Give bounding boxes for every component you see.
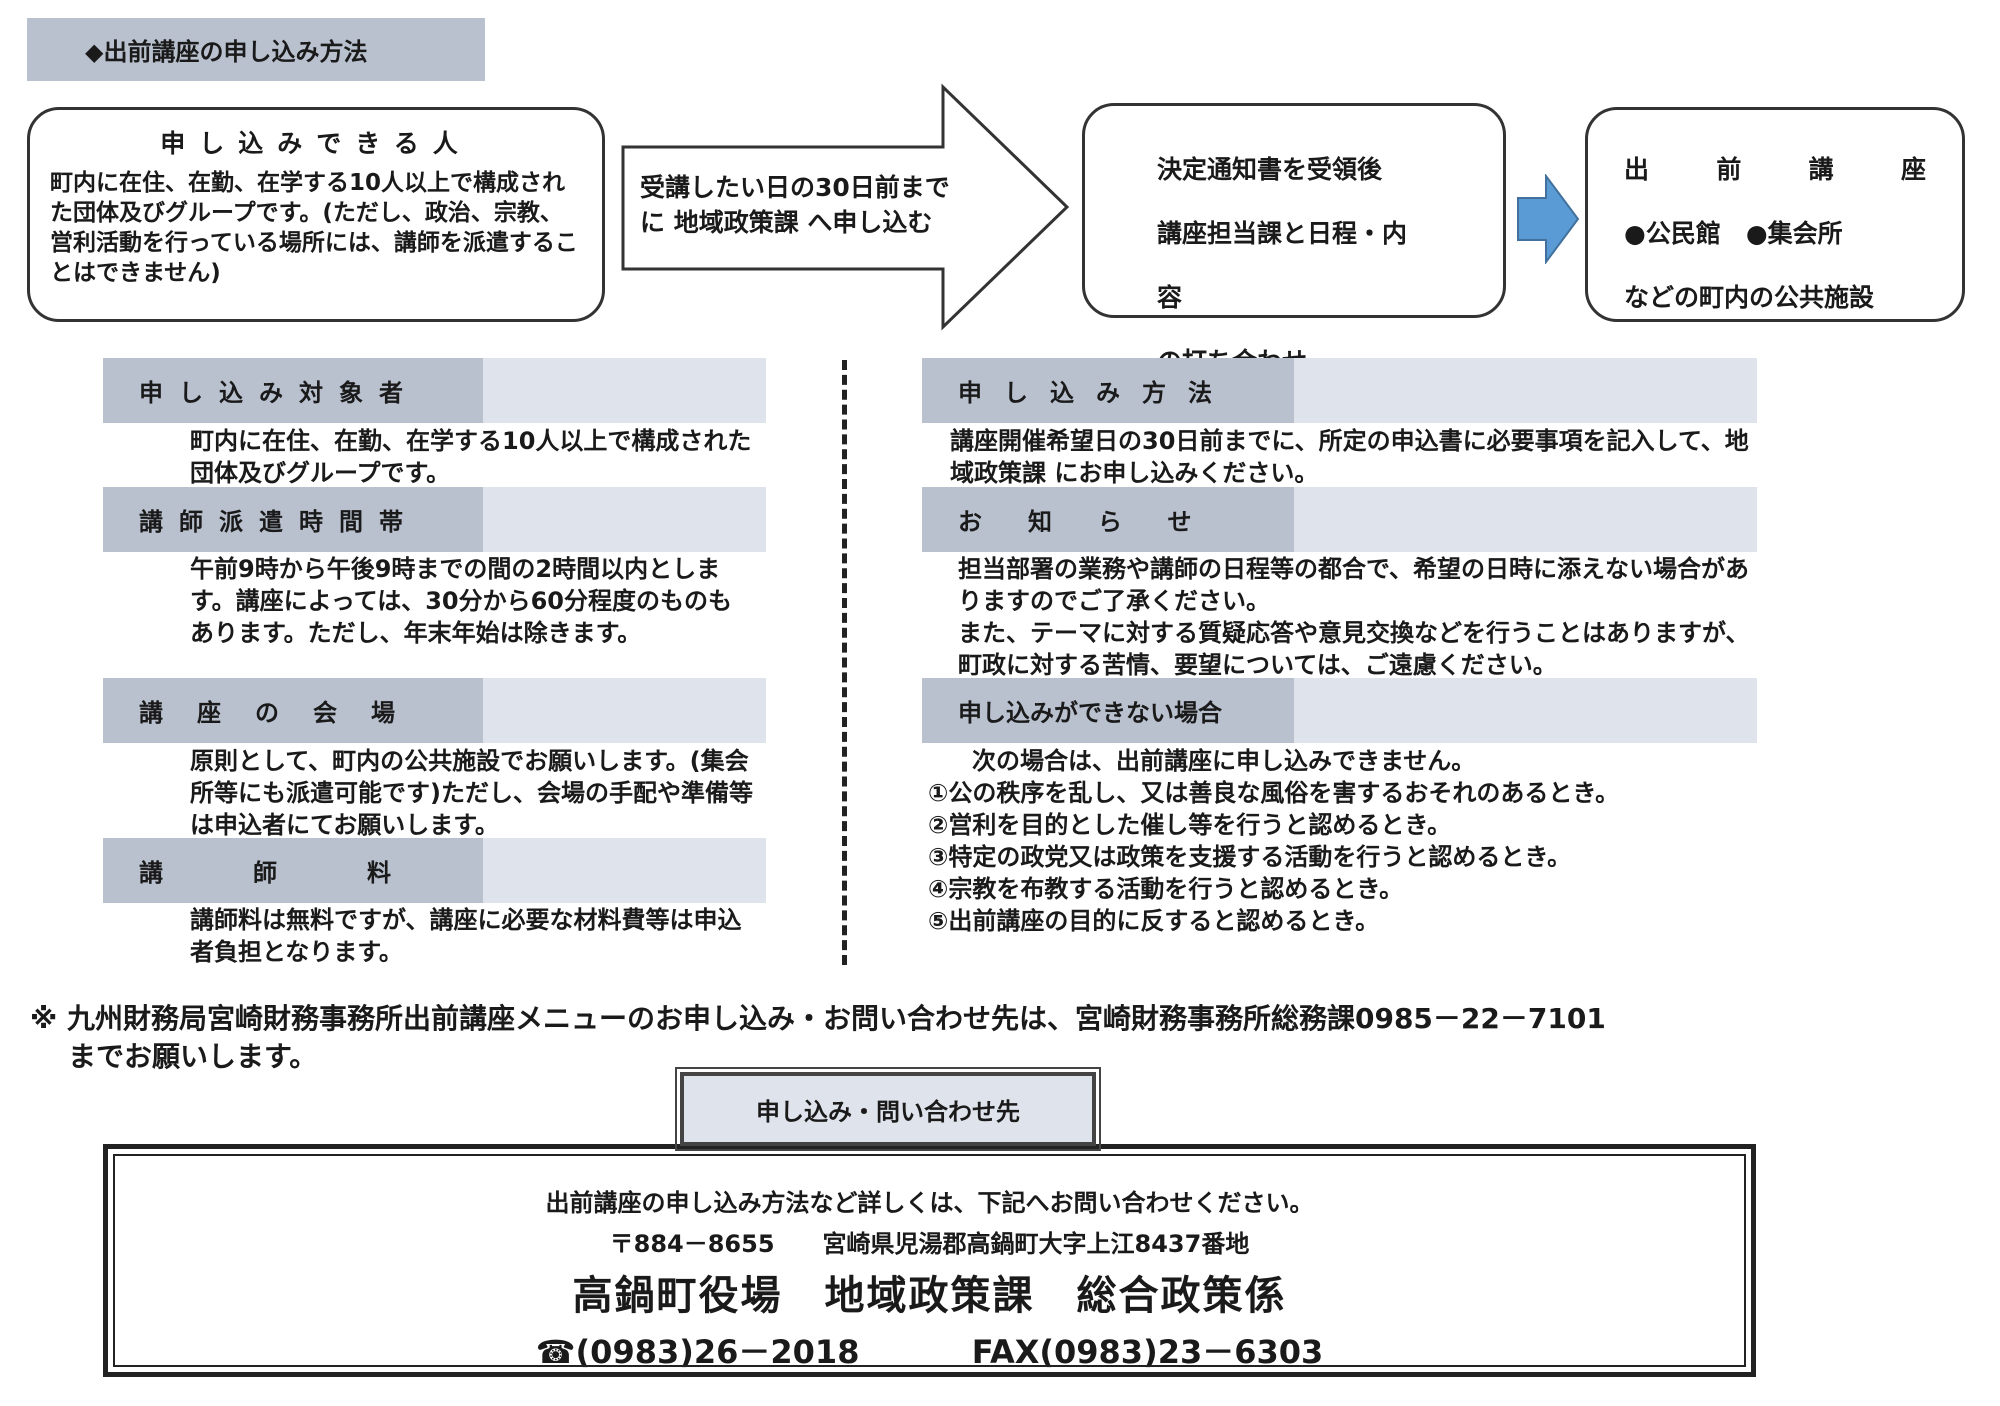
venue-public-facilities: などの町内の公共施設 xyxy=(1624,283,1875,312)
who-can-apply-text: 町内に在住、在勤、在学する10人以上で構成された団体及びグループです。(ただし、… xyxy=(50,170,578,286)
venue-title: 出 前 講 座 xyxy=(1624,138,1926,202)
contact-fax: FAX(0983)23－6303 xyxy=(971,1333,1324,1371)
venue-box: 出 前 講 座 ●公民館 ●集会所 などの町内の公共施設 xyxy=(1585,107,1965,322)
section-header-label: 申し込み方法 xyxy=(922,358,1294,423)
contact-tel: ☎(0983)26－2018 xyxy=(535,1333,860,1371)
section-header-how-to-apply: 申し込み方法 xyxy=(922,358,1757,423)
section-header-dispatch-time: 講師派遣時間帯 xyxy=(103,487,766,552)
venue-types: ●公民館 ●集会所 xyxy=(1624,219,1843,248)
section-header-label: 申し込みができない場合 xyxy=(922,678,1294,743)
section-header-applicants: 申し込み対象者 xyxy=(103,358,766,423)
section-header-venue: 講座の会場 xyxy=(103,678,766,743)
section-header-label: お知らせ xyxy=(922,487,1294,552)
decision-notice-box: 決定通知書を受領後 講座担当課と日程・内容 の打ち合わせ xyxy=(1082,103,1506,376)
section-header-label: 申し込み対象者 xyxy=(103,358,483,423)
list-item: ③特定の政党又は政策を支援する活動を行うと認めるとき。 xyxy=(928,843,1572,871)
section-header-label: 講師派遣時間帯 xyxy=(103,487,483,552)
finance-office-note-line2: までお願いします。 xyxy=(68,1040,318,1073)
section-text-venue: 原則として、町内の公共施設でお願いします。(集会所等にも派遣可能です)ただし、会… xyxy=(190,747,753,839)
list-item: ②営利を目的とした催し等を行うと認めるとき。 xyxy=(928,811,1452,839)
venue-title-char: 座 xyxy=(1900,155,1926,184)
section-text-how-to-apply: 講座開催希望日の30日前までに、所定の申込書に必要事項を記入して、地域政策課 に… xyxy=(950,427,1749,487)
apply-deadline-line2: に 地域政策課 へ申し込む xyxy=(640,208,933,237)
section-text-dispatch-time: 午前9時から午後9時までの間の2時間以内とします。講座によっては、30分から60… xyxy=(190,555,732,647)
section-text-fee: 講師料は無料ですが、講座に必要な材料費等は申込者負担となります。 xyxy=(190,906,742,966)
finance-office-note: ※ 九州財務局宮崎財務事務所出前講座メニューのお申し込み・お問い合わせ先は、宮崎… xyxy=(30,1000,1980,1076)
decision-line1: 決定通知書を受領後 xyxy=(1157,155,1383,184)
section-header-fee: 講師料 xyxy=(103,838,766,903)
section-header-rejection-cases: 申し込みができない場合 xyxy=(922,678,1757,743)
section-text-applicants: 町内に在住、在勤、在学する10人以上で構成された団体及びグループです。 xyxy=(190,427,752,487)
section-header-label: 講座の会場 xyxy=(103,678,483,743)
decision-line2: 講座担当課と日程・内容 xyxy=(1157,219,1408,312)
section-text-rejection-intro: 次の場合は、出前講座に申し込みできません。 xyxy=(972,747,1476,775)
apply-deadline-line1: 受講したい日の30日前まで xyxy=(640,173,950,202)
apply-deadline-text: 受講したい日の30日前まで に 地域政策課 へ申し込む xyxy=(640,170,1020,240)
contact-tab-label: 申し込み・問い合わせ先 xyxy=(675,1067,1101,1151)
column-separator xyxy=(842,360,847,965)
apply-arrow-icon xyxy=(621,83,1070,331)
contact-intro: 出前講座の申し込み方法など詳しくは、下記へお問い合わせください。 xyxy=(545,1189,1314,1217)
contact-office-name: 高鍋町役場 地域政策課 総合政策係 xyxy=(572,1273,1287,1319)
section-header-notice: お知らせ xyxy=(922,487,1757,552)
next-step-arrow-icon xyxy=(1517,174,1580,264)
contact-box: 出前講座の申し込み方法など詳しくは、下記へお問い合わせください。 〒884－86… xyxy=(103,1144,1756,1377)
list-item: ⑤出前講座の目的に反すると認めるとき。 xyxy=(928,907,1380,935)
venue-title-char: 出 xyxy=(1624,155,1650,184)
list-item: ①公の秩序を乱し、又は善良な風俗を害するおそれのあるとき。 xyxy=(928,779,1620,807)
contact-phone-fax: ☎(0983)26－2018 FAX(0983)23－6303 xyxy=(108,1327,1751,1373)
venue-title-char: 前 xyxy=(1716,155,1742,184)
finance-office-note-line1: ※ 九州財務局宮崎財務事務所出前講座メニューのお申し込み・お問い合わせ先は、宮崎… xyxy=(30,1002,1606,1035)
who-can-apply-heading: 申し込みできる人 xyxy=(160,129,472,158)
venue-title-char: 講 xyxy=(1808,155,1834,184)
contact-address: 〒884－8655 宮崎県児湯郡高鍋町大字上江8437番地 xyxy=(609,1230,1250,1258)
who-can-apply-box: 申し込みできる人 町内に在住、在勤、在学する10人以上で構成された団体及びグルー… xyxy=(27,107,605,322)
section-text-notice: 担当部署の業務や講師の日程等の都合で、希望の日時に添えない場合がありますのでご了… xyxy=(958,555,1750,679)
list-item: ④宗教を布教する活動を行うと認めるとき。 xyxy=(928,875,1404,903)
page-title: ◆出前講座の申し込み方法 xyxy=(27,18,485,81)
rejection-cases-list: ①公の秩序を乱し、又は善良な風俗を害するおそれのあるとき。 ②営利を目的とした催… xyxy=(928,777,1748,937)
section-header-label: 講師料 xyxy=(103,838,483,903)
